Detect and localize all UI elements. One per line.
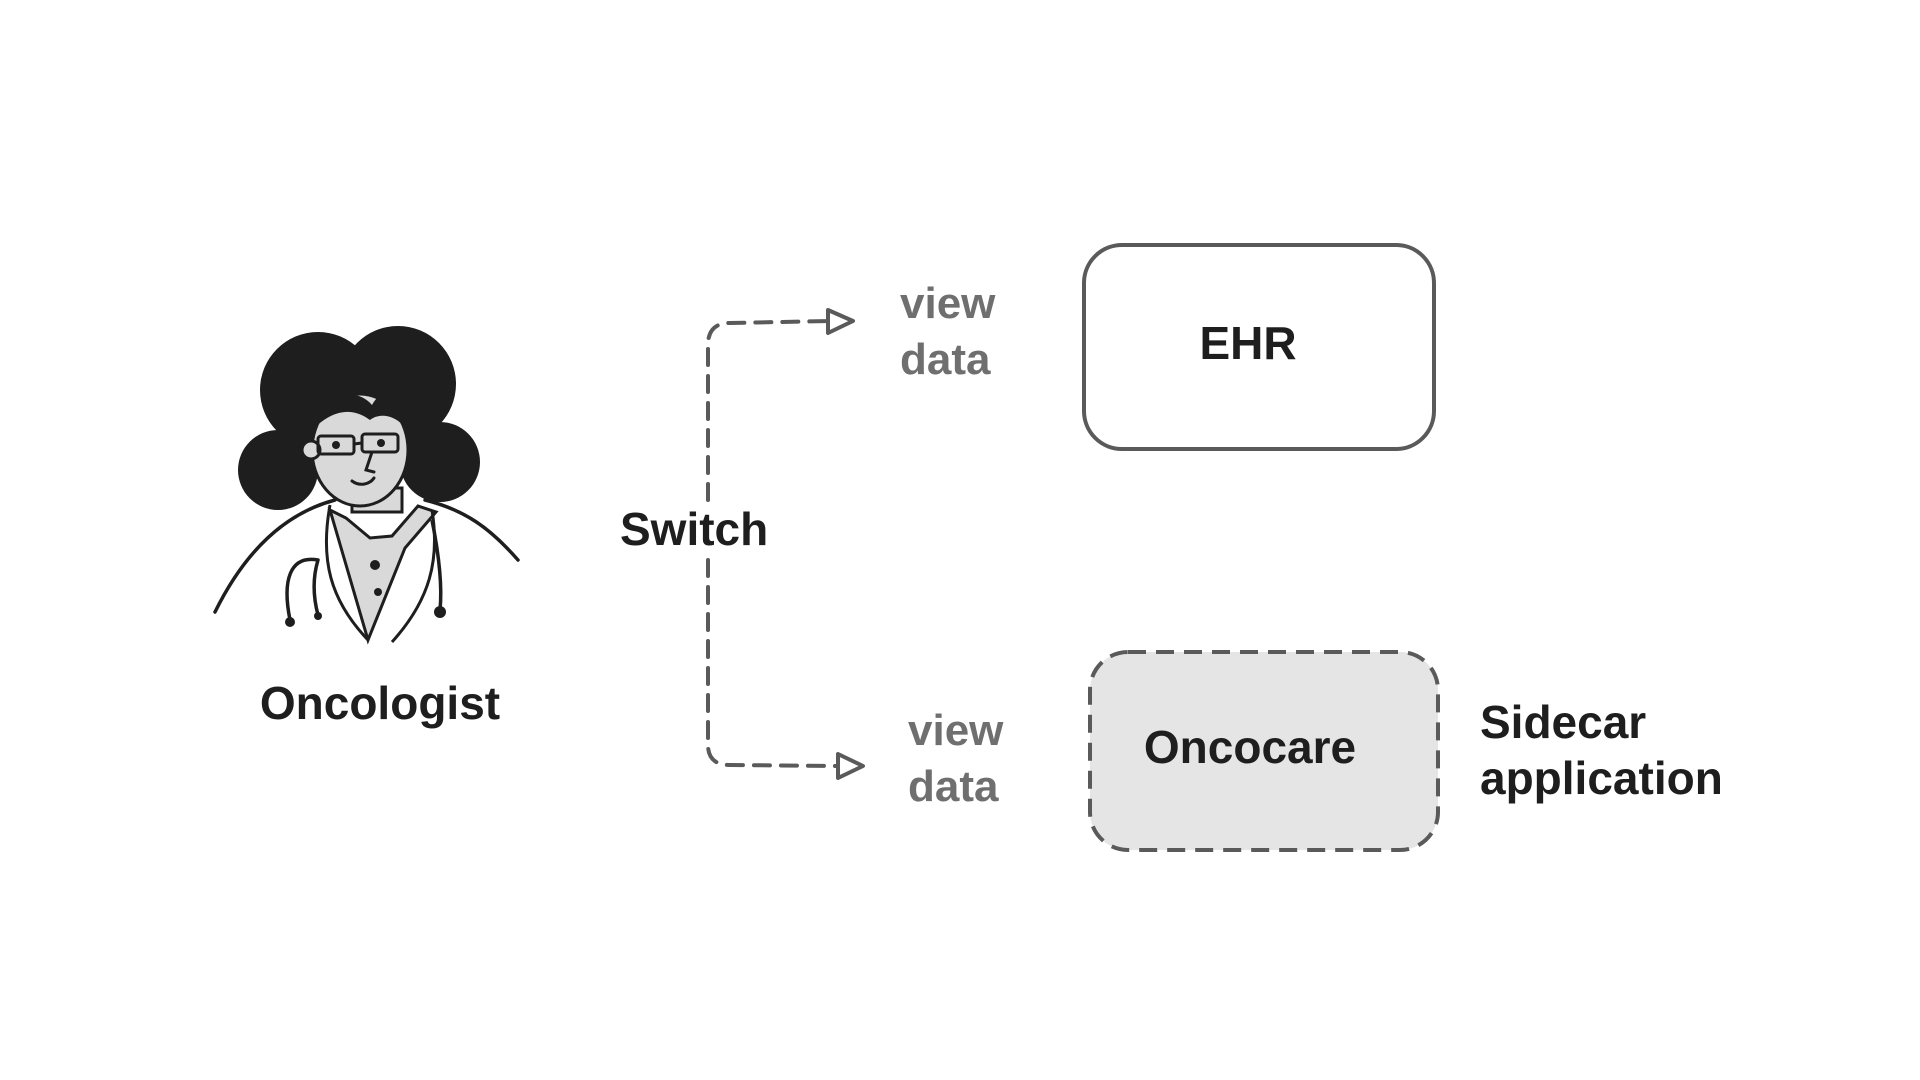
shirt bbox=[327, 504, 439, 645]
edge-label-line: data bbox=[908, 762, 999, 811]
oncocare-box bbox=[1088, 650, 1440, 852]
edge-label-line: view bbox=[908, 706, 1004, 755]
hair-fringe bbox=[312, 394, 409, 432]
eye bbox=[332, 441, 340, 449]
ehr-box bbox=[1082, 243, 1436, 451]
switch-label: Switch bbox=[620, 503, 769, 555]
coat-lapel-left bbox=[324, 504, 370, 642]
arrowhead-oncocare-icon bbox=[836, 752, 865, 780]
stethoscope-tube bbox=[430, 519, 443, 611]
stethoscope bbox=[285, 557, 320, 622]
oncocare-box-label: Oncocare bbox=[1143, 721, 1357, 773]
coat-button bbox=[374, 588, 382, 596]
stethoscope-chestpiece bbox=[434, 606, 446, 618]
edge-label-oncocare: view data bbox=[908, 703, 1003, 815]
glasses-left bbox=[316, 434, 356, 456]
hair-left bbox=[238, 430, 318, 510]
stethoscope-tip bbox=[314, 612, 322, 620]
switch-connector bbox=[706, 308, 865, 780]
ehr-box-label: EHR bbox=[1199, 317, 1297, 369]
hair-right bbox=[400, 422, 480, 502]
edge-label-line: view bbox=[900, 279, 996, 328]
oncologist-label: Oncologist bbox=[259, 677, 501, 729]
eye bbox=[377, 439, 385, 447]
sidecar-note-line: Sidecar bbox=[1480, 696, 1647, 748]
ear-left bbox=[300, 439, 322, 461]
nose bbox=[364, 450, 376, 474]
mouth bbox=[350, 476, 376, 486]
arrowhead-ehr-icon bbox=[826, 308, 855, 335]
edge-label-line: data bbox=[900, 335, 991, 384]
connector-to-ehr bbox=[706, 319, 832, 502]
oncologist-icon bbox=[213, 326, 520, 645]
edge-label-ehr: view data bbox=[900, 276, 995, 388]
sidecar-application-note: Sidecar application bbox=[1480, 694, 1723, 806]
coat-button bbox=[370, 560, 380, 570]
connector-to-oncocare bbox=[706, 558, 842, 768]
stethoscope-tip bbox=[285, 617, 295, 627]
coat-outline bbox=[213, 498, 520, 614]
sidecar-note-line: application bbox=[1480, 752, 1723, 804]
glasses-bridge bbox=[353, 441, 363, 446]
